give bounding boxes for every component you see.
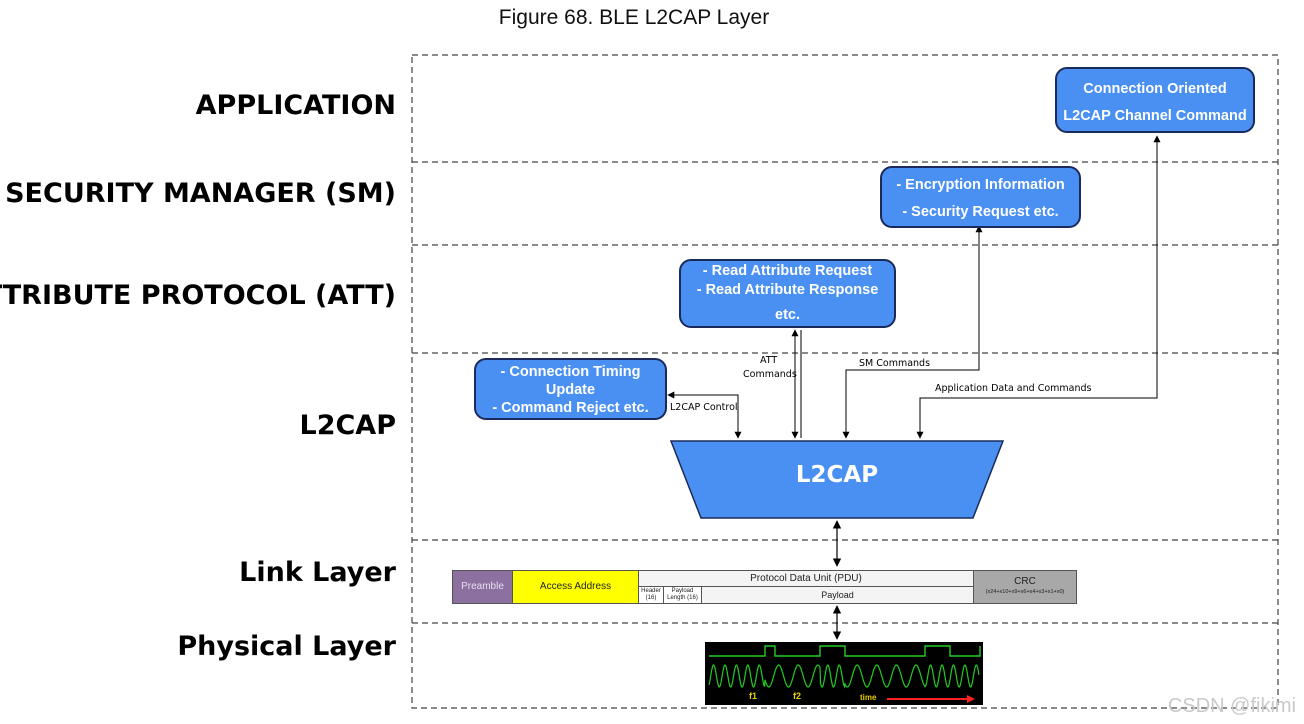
signal-f2: f2: [793, 691, 802, 701]
packet-payload-length-line: Payload: [671, 588, 694, 594]
layer-label-l2cap: L2CAP: [299, 410, 397, 441]
box-connection-timing: - Connection Timing Update - Command Rej…: [474, 358, 667, 420]
packet-header-line: (16): [645, 595, 657, 601]
box-line: Connection Oriented: [1083, 81, 1227, 97]
box-line: - Read Attribute Request: [702, 263, 873, 279]
signal-f1: f1: [749, 691, 758, 701]
label-l2cap-control: L2CAP Control: [670, 402, 738, 413]
sm-commands-arrow: [842, 225, 983, 439]
app-data-arrow: [916, 135, 1161, 439]
digital-wave: [709, 645, 981, 657]
watermark: CSDN @fikimi: [1167, 695, 1296, 717]
layer-label-physical-layer: Physical Layer: [177, 631, 396, 662]
packet-preamble: Preamble: [452, 570, 513, 604]
box-att-requests: - Read Attribute Request - Read Attribut…: [679, 259, 896, 328]
signal-time: time: [860, 693, 877, 702]
box-line: - Command Reject etc.: [492, 400, 649, 416]
packet-payload-length-line: Length (16): [667, 595, 698, 601]
label-att-2: Commands: [743, 369, 797, 380]
box-encryption: - Encryption Information - Security Requ…: [880, 166, 1081, 228]
layer-frame: [411, 54, 1279, 709]
box-line: - Encryption Information: [896, 177, 1065, 193]
signal-wave: [708, 645, 981, 703]
packet-header: Header (16): [638, 586, 664, 604]
box-line: - Security Request etc.: [902, 204, 1059, 220]
layer-label-attribute-protocol: ATTRIBUTE PROTOCOL (ATT): [0, 280, 396, 311]
label-att-1: ATT: [760, 355, 778, 366]
box-line: etc.: [775, 307, 800, 323]
label-sm-commands: SM Commands: [859, 358, 931, 369]
l2cap-block: [669, 440, 1005, 519]
box-line: Update: [545, 382, 596, 398]
box-line: - Connection Timing: [500, 364, 641, 380]
time-arrow-head: [967, 695, 975, 703]
packet-payload-length: Payload Length (16): [663, 586, 702, 604]
label-app-data: Application Data and Commands: [935, 383, 1092, 394]
packet-crc-poly: (x24+x10+x9+x6+x4+x3+x1+x0): [985, 589, 1065, 595]
layer-label-security-manager: SECURITY MANAGER (SM): [5, 178, 396, 209]
packet-pdu: Protocol Data Unit (PDU): [638, 570, 974, 587]
link-layer-packet: Preamble Access Address Protocol Data Un…: [452, 570, 1077, 604]
packet-crc: CRC (x24+x10+x9+x6+x4+x3+x1+x0): [973, 570, 1077, 604]
layer-label-application: APPLICATION: [195, 90, 396, 121]
box-connection-oriented: Connection Oriented L2CAP Channel Comman…: [1055, 67, 1255, 133]
l2cap-block-label: L2CAP: [795, 462, 879, 488]
packet-access-address: Access Address: [512, 570, 639, 604]
packet-payload: Payload: [701, 586, 974, 604]
physical-signal: f1 f2 time: [705, 642, 983, 705]
packet-header-line: Header: [641, 588, 661, 594]
layer-label-link-layer: Link Layer: [239, 557, 396, 588]
figure-title: Figure 68. BLE L2CAP Layer: [498, 6, 770, 29]
fsk-wave: [708, 664, 980, 689]
packet-crc-label: CRC: [1014, 576, 1036, 587]
box-line: - Read Attribute Response: [696, 282, 879, 298]
l2cap-control-arrow: [667, 391, 742, 439]
box-line: L2CAP Channel Command: [1063, 108, 1247, 124]
